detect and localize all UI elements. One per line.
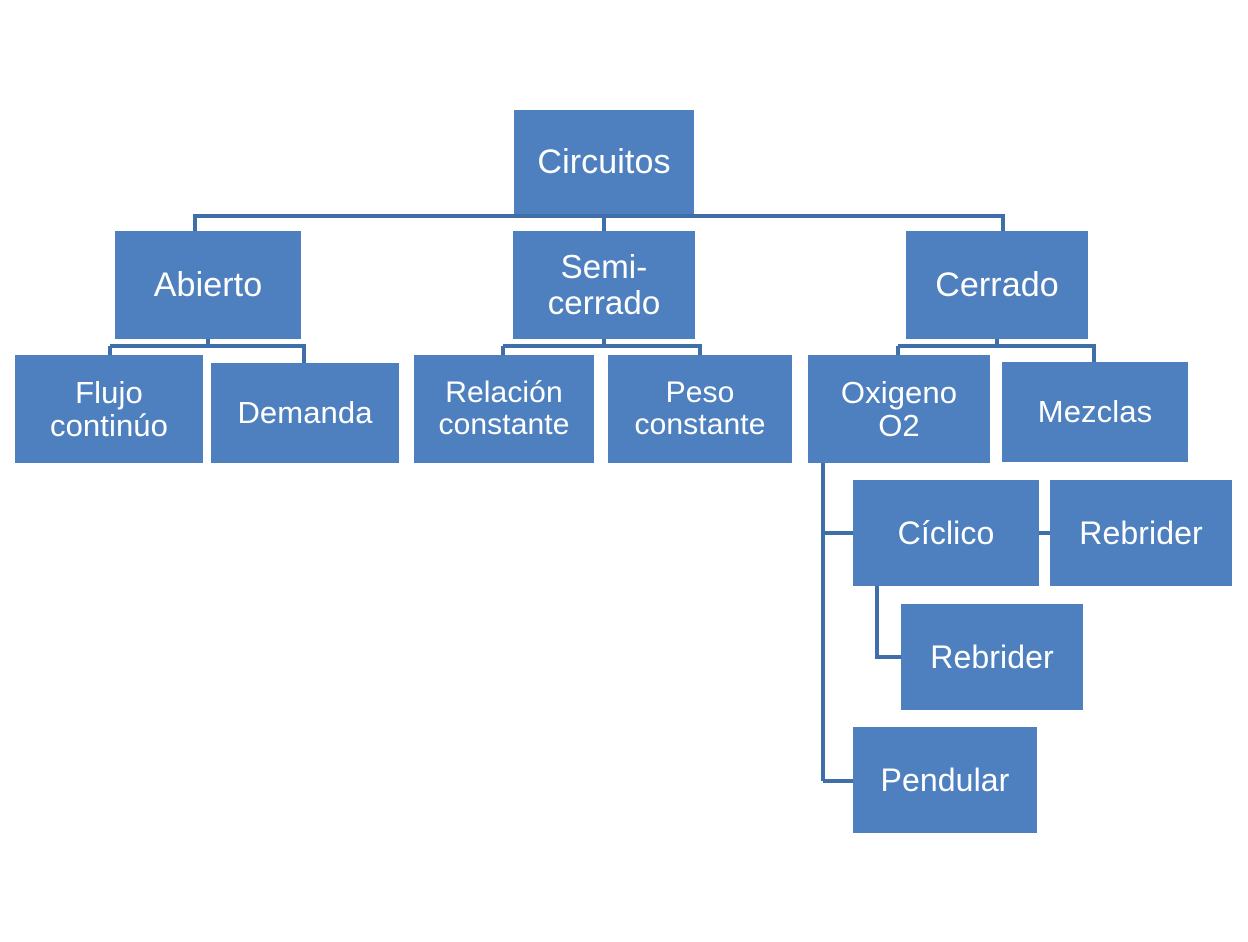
node-peso-constante-label: Peso constante [634,375,766,441]
node-demanda-label: Demanda [237,395,373,431]
node-circuitos[interactable]: Circuitos [514,110,694,214]
node-peso-constante[interactable]: Peso constante [608,355,792,463]
node-pendular[interactable]: Pendular [853,727,1037,833]
node-relacion-constante[interactable]: Relación constante [414,355,594,463]
node-relacion-constante-label: Relación constante [438,375,570,441]
node-pendular-label: Pendular [880,761,1010,798]
node-circuitos-label: Circuitos [537,142,671,181]
node-ciclico[interactable]: Cíclico [853,480,1039,586]
node-abierto[interactable]: Abierto [115,231,301,339]
edge-ciclico-to-rebrider-below [875,586,901,659]
node-cerrado-label: Cerrado [935,265,1059,304]
node-cerrado[interactable]: Cerrado [906,231,1088,339]
node-oxigeno-o2[interactable]: Oxigeno O2 [808,355,990,463]
node-semi-cerrado[interactable]: Semi- cerrado [513,231,695,339]
node-rebrider-right[interactable]: Rebrider [1050,480,1232,586]
node-mezclas-label: Mezclas [1037,394,1153,430]
node-semi-cerrado-label: Semi- cerrado [547,248,661,321]
node-mezclas[interactable]: Mezclas [1002,362,1188,462]
node-rebrider-below[interactable]: Rebrider [901,604,1083,710]
node-ciclico-label: Cíclico [897,514,995,551]
node-rebrider-below-label: Rebrider [930,638,1054,675]
node-flujo-continuo[interactable]: Flujo continúo [15,355,203,463]
node-abierto-label: Abierto [153,265,263,304]
node-demanda[interactable]: Demanda [211,363,399,463]
node-flujo-continuo-label: Flujo continúo [49,374,168,443]
node-oxigeno-o2-label: Oxigeno O2 [840,374,958,443]
node-rebrider-right-label: Rebrider [1079,514,1203,551]
